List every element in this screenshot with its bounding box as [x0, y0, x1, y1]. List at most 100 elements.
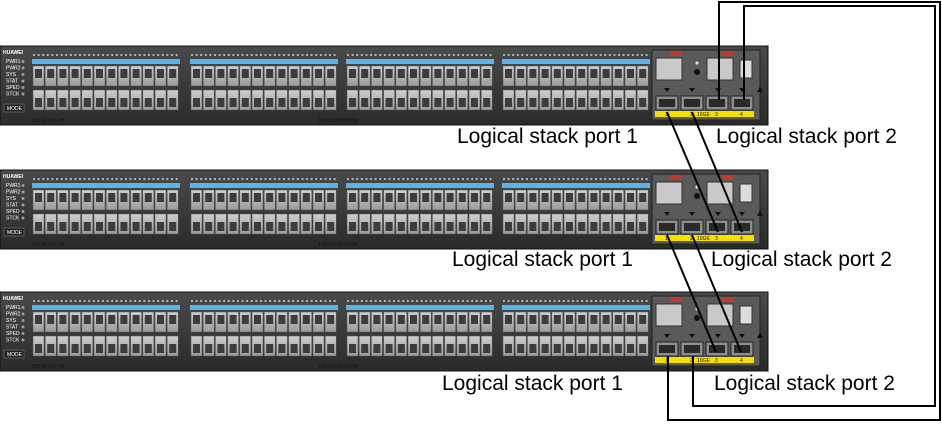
- ethernet-port-socket: [241, 98, 249, 107]
- ethernet-port-socket: [422, 344, 430, 353]
- ethernet-port-socket: [108, 69, 116, 78]
- ethernet-port-socket: [302, 193, 310, 202]
- port-led: [190, 299, 194, 303]
- mode-label: MODE: [7, 352, 23, 358]
- ethernet-port-socket: [315, 222, 322, 231]
- port-led: [138, 177, 141, 181]
- port-led: [55, 53, 59, 57]
- ethernet-port-socket: [434, 69, 442, 78]
- ethernet-port-socket: [602, 69, 610, 78]
- ethernet-port-socket: [229, 222, 237, 231]
- ethernet-port-socket: [517, 222, 525, 231]
- ethernet-port-socket: [59, 222, 67, 231]
- port-led: [507, 53, 510, 57]
- ethernet-port-socket: [290, 193, 298, 202]
- port-led: [530, 53, 533, 57]
- ethernet-port-socket: [578, 315, 586, 324]
- port-led: [301, 299, 304, 303]
- ethernet-port-socket: [385, 315, 393, 324]
- ethernet-port-socket: [290, 222, 298, 231]
- port-led: [585, 177, 588, 181]
- sfp-port-socket: [659, 345, 675, 353]
- port-led: [365, 299, 368, 303]
- port-led: [92, 177, 95, 181]
- ethernet-port-socket: [47, 193, 55, 202]
- ethernet-port-socket: [217, 315, 225, 324]
- port-led: [278, 299, 281, 303]
- stack-cable-top1-to-mid3: [666, 111, 719, 233]
- ethernet-port-socket: [614, 344, 622, 353]
- port-led: [599, 299, 602, 303]
- port-led: [83, 177, 86, 181]
- port-led: [608, 53, 611, 57]
- ethernet-port-socket: [229, 193, 237, 202]
- port-led: [590, 53, 593, 57]
- port-led: [204, 177, 207, 181]
- port-led: [360, 53, 363, 57]
- port-led: [296, 53, 299, 57]
- ethernet-port-socket: [217, 344, 225, 353]
- ethernet-port-socket: [83, 98, 91, 107]
- ethernet-port-socket: [302, 344, 310, 353]
- port-led: [415, 177, 419, 181]
- led-label: STAT: [6, 203, 18, 209]
- port-led: [209, 53, 212, 57]
- uplink-number: 3: [715, 358, 718, 364]
- ethernet-port-socket: [327, 98, 335, 107]
- ethernet-port-socket: [505, 344, 512, 353]
- port-led: [374, 299, 377, 303]
- ethernet-port-socket: [83, 315, 91, 324]
- port-led: [175, 299, 178, 303]
- port-led: [37, 177, 40, 181]
- port-led: [324, 53, 327, 57]
- port-led: [170, 177, 174, 181]
- ethernet-port-socket: [529, 98, 537, 107]
- port-led: [425, 53, 428, 57]
- port-led: [640, 53, 644, 57]
- port-led: [83, 299, 86, 303]
- port-led: [147, 53, 151, 57]
- port-led: [571, 177, 575, 181]
- ethernet-port-socket: [278, 222, 286, 231]
- port-led: [627, 177, 630, 181]
- port-led: [613, 53, 616, 57]
- mode-label: MODE: [7, 106, 23, 112]
- port-led: [42, 177, 45, 181]
- ethernet-port-socket: [517, 315, 525, 324]
- ethernet-port-socket: [278, 193, 286, 202]
- sfp-port-socket: [684, 99, 700, 107]
- port-led: [101, 299, 105, 303]
- ethernet-port-socket: [361, 344, 369, 353]
- model-label: S5730-60C-HI: [32, 364, 64, 370]
- port-led: [553, 177, 556, 181]
- ethernet-port-socket: [59, 98, 67, 107]
- port-led: [567, 299, 570, 303]
- ethernet-port-socket: [397, 222, 405, 231]
- port-led: [246, 299, 249, 303]
- uplink-speed-label: 10GE: [697, 112, 710, 118]
- port-led: [512, 177, 515, 181]
- led-indicator: [21, 86, 25, 89]
- port-led: [310, 177, 313, 181]
- ethernet-port-socket: [217, 98, 225, 107]
- reset-hole: [694, 315, 700, 321]
- ethernet-port-socket: [422, 193, 430, 202]
- port-led: [351, 299, 354, 303]
- port-led: [402, 299, 405, 303]
- port-led: [69, 177, 72, 181]
- port-led: [576, 53, 579, 57]
- port-led: [250, 299, 253, 303]
- port-led: [466, 299, 469, 303]
- port-led: [525, 299, 529, 303]
- port-led: [645, 299, 648, 303]
- led-label: SPED: [6, 331, 20, 337]
- port-led: [129, 53, 132, 57]
- port-led: [106, 299, 109, 303]
- port-led: [278, 177, 281, 181]
- ethernet-port-socket: [120, 315, 128, 324]
- ethernet-port-socket: [602, 315, 610, 324]
- port-led: [420, 53, 423, 57]
- ethernet-port-socket: [373, 222, 381, 231]
- port-arrow: [715, 334, 721, 338]
- ethernet-port-socket: [517, 69, 525, 78]
